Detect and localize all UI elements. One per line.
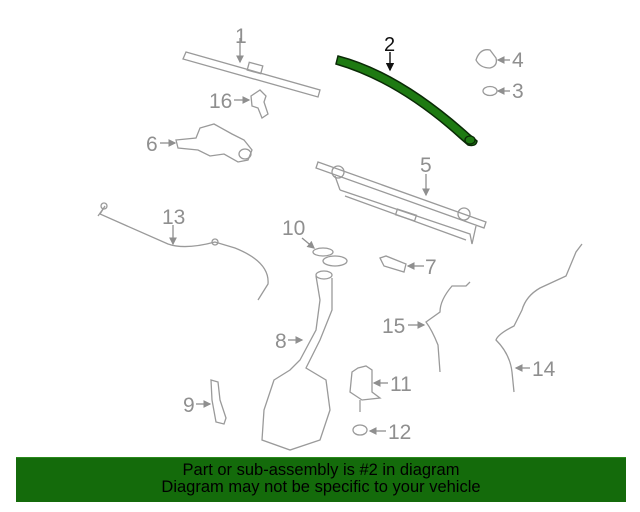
callout-5[interactable]: 5: [420, 154, 432, 177]
part-12-pump-grommet[interactable]: [352, 424, 386, 436]
part-7-bracket[interactable]: [379, 255, 424, 273]
callout-14[interactable]: 14: [532, 358, 556, 381]
callout-12[interactable]: 12: [388, 421, 412, 444]
part-8-washer-reservoir[interactable]: [261, 270, 333, 451]
part-6-wiper-motor[interactable]: [160, 123, 253, 163]
part-11-washer-pump[interactable]: [349, 365, 388, 412]
callout-16[interactable]: 16: [209, 90, 233, 113]
part-10-filler-seals[interactable]: [301, 237, 348, 267]
callout-8[interactable]: 8: [275, 330, 287, 353]
part-4-arm-cap[interactable]: [475, 49, 510, 69]
part-9-reservoir-bracket[interactable]: [196, 379, 227, 425]
callout-15[interactable]: 15: [382, 315, 406, 338]
callout-13[interactable]: 13: [162, 206, 186, 229]
notice-disclaimer: Diagram may not be specific to your vehi…: [161, 478, 481, 496]
diagram-notice-banner: Part or sub-assembly is #2 in diagram Di…: [16, 457, 626, 502]
callout-4[interactable]: 4: [512, 49, 524, 72]
callout-1[interactable]: 1: [235, 25, 247, 48]
callout-11[interactable]: 11: [390, 373, 412, 396]
part-1-wiper-blade[interactable]: [182, 38, 321, 98]
part-13-washer-hose[interactable]: [97, 202, 269, 301]
part-15-washer-hose[interactable]: [408, 281, 471, 373]
callout-6[interactable]: 6: [146, 133, 158, 156]
part-3-o-ring[interactable]: [482, 85, 510, 97]
callout-10[interactable]: 10: [282, 217, 306, 240]
part-2-wiper-arm[interactable]: [335, 52, 478, 147]
callout-7[interactable]: 7: [425, 256, 437, 279]
callout-3[interactable]: 3: [512, 80, 524, 103]
notice-part-number: Part or sub-assembly is #2 in diagram: [182, 461, 460, 479]
callout-2[interactable]: 2: [384, 34, 396, 56]
part-16-blade-adapter[interactable]: [234, 89, 269, 119]
part-5-wiper-linkage[interactable]: [315, 161, 487, 245]
part-14-washer-hose[interactable]: [495, 243, 583, 393]
callout-9[interactable]: 9: [183, 394, 195, 417]
